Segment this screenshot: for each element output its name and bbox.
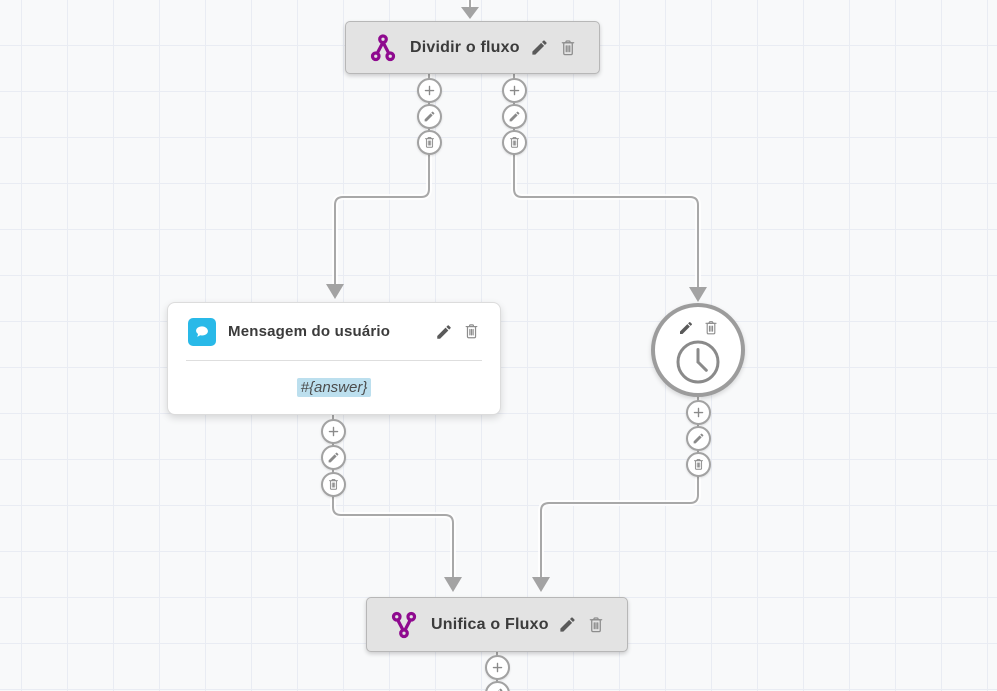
- message-node-body: #{answer}: [168, 361, 500, 414]
- node-mensagem-usuario[interactable]: Mensagem do usuário #{answer}: [167, 302, 501, 415]
- delete-connection-button[interactable]: [686, 452, 711, 477]
- node-actions: [678, 320, 719, 336]
- node-dividir-fluxo[interactable]: Dividir o fluxo: [345, 21, 600, 74]
- delete-connection-button[interactable]: [417, 130, 442, 155]
- edit-connection-button[interactable]: [502, 104, 527, 129]
- edit-connection-button[interactable]: [485, 681, 510, 691]
- plus-icon: [507, 83, 522, 98]
- add-block-button[interactable]: [686, 400, 711, 425]
- clock-icon: [675, 339, 721, 385]
- node-timer[interactable]: [651, 303, 745, 397]
- node-title: Unifica o Fluxo: [431, 615, 549, 633]
- arrowhead: [326, 284, 344, 299]
- chat-bubble-icon: [188, 317, 216, 346]
- add-block-button[interactable]: [417, 78, 442, 103]
- add-block-button[interactable]: [485, 655, 510, 680]
- arrowhead: [461, 7, 479, 19]
- variable-chip[interactable]: #{answer}: [296, 378, 372, 397]
- edit-connection-button[interactable]: [321, 445, 346, 470]
- connector-timer-to-merge: [540, 474, 699, 578]
- pencil-icon[interactable]: [678, 320, 694, 336]
- pencil-icon[interactable]: [435, 323, 453, 341]
- delete-connection-button[interactable]: [502, 130, 527, 155]
- divider: [186, 360, 482, 361]
- plus-icon: [422, 83, 437, 98]
- trash-icon[interactable]: [587, 616, 605, 634]
- node-title: Mensagem do usuário: [228, 323, 391, 340]
- pencil-icon[interactable]: [530, 38, 549, 57]
- plus-icon: [691, 405, 706, 420]
- plus-icon: [326, 424, 341, 439]
- node-unifica-fluxo[interactable]: Unifica o Fluxo: [366, 597, 628, 652]
- trash-icon[interactable]: [559, 39, 577, 57]
- merge-flow-icon: [389, 610, 419, 640]
- add-block-button[interactable]: [321, 419, 346, 444]
- edit-connection-button[interactable]: [686, 426, 711, 451]
- connector-message-to-merge: [332, 488, 454, 578]
- trash-icon: [423, 136, 436, 149]
- trash-icon: [327, 478, 340, 491]
- trash-icon: [692, 458, 705, 471]
- node-actions: [558, 615, 605, 634]
- pencil-icon: [692, 432, 705, 445]
- arrowhead: [532, 577, 550, 592]
- split-flow-icon: [368, 33, 398, 63]
- delete-connection-button[interactable]: [321, 472, 346, 497]
- trash-icon[interactable]: [703, 320, 719, 336]
- node-actions: [530, 38, 577, 57]
- pencil-icon: [491, 687, 504, 691]
- trash-icon[interactable]: [463, 323, 480, 340]
- pencil-icon: [508, 110, 521, 123]
- plus-icon: [490, 660, 505, 675]
- node-title: Dividir o fluxo: [410, 38, 520, 56]
- arrowhead: [689, 287, 707, 302]
- message-node-header: Mensagem do usuário: [168, 303, 500, 360]
- pencil-icon[interactable]: [558, 615, 577, 634]
- pencil-icon: [327, 451, 340, 464]
- arrowhead: [444, 577, 462, 592]
- connector-split-to-timer: [513, 150, 699, 288]
- edit-connection-button[interactable]: [417, 104, 442, 129]
- pencil-icon: [423, 110, 436, 123]
- trash-icon: [508, 136, 521, 149]
- add-block-button[interactable]: [502, 78, 527, 103]
- connector-split-to-message: [334, 150, 430, 285]
- node-actions: [435, 323, 480, 341]
